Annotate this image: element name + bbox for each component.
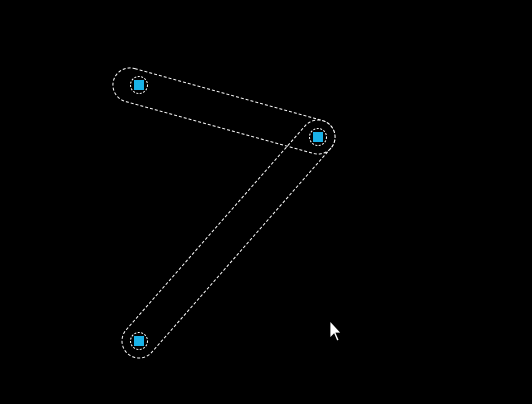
grip-endpoint-top-left[interactable] — [130, 76, 148, 94]
square-grip-icon — [134, 80, 144, 90]
grip-ring — [130, 332, 148, 350]
square-grip-icon — [134, 336, 144, 346]
selection-outline-segment-2[interactable] — [121, 119, 336, 359]
square-grip-icon — [313, 132, 323, 142]
grip-ring — [309, 128, 327, 146]
grip-vertex-middle-right[interactable] — [309, 128, 327, 146]
grip-endpoint-bottom-left[interactable] — [130, 332, 148, 350]
grip-ring — [130, 76, 148, 94]
